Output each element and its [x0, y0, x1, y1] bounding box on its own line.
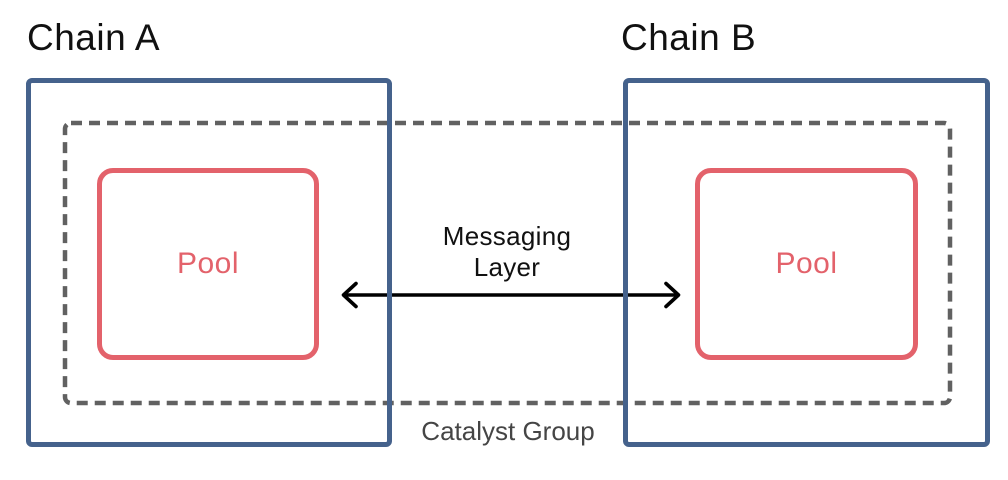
dashed-rect [62, 120, 953, 406]
chain-b-box [623, 78, 990, 447]
messaging-arrow [335, 277, 687, 313]
double-arrow-icon [341, 281, 681, 309]
chain-a-box [26, 78, 392, 447]
messaging-layer-label: Messaging Layer [442, 221, 572, 282]
pool-box-chain-a: Pool [97, 168, 319, 360]
chain-b-title: Chain B [621, 17, 757, 58]
chain-a-title: Chain A [27, 17, 161, 58]
pool-label-chain-a: Pool [176, 247, 240, 280]
pool-label-chain-b: Pool [775, 247, 838, 280]
catalyst-group-boundary [62, 120, 953, 406]
catalyst-group-label: Catalyst Group [421, 416, 595, 446]
pool-box-chain-b: Pool [695, 168, 918, 360]
